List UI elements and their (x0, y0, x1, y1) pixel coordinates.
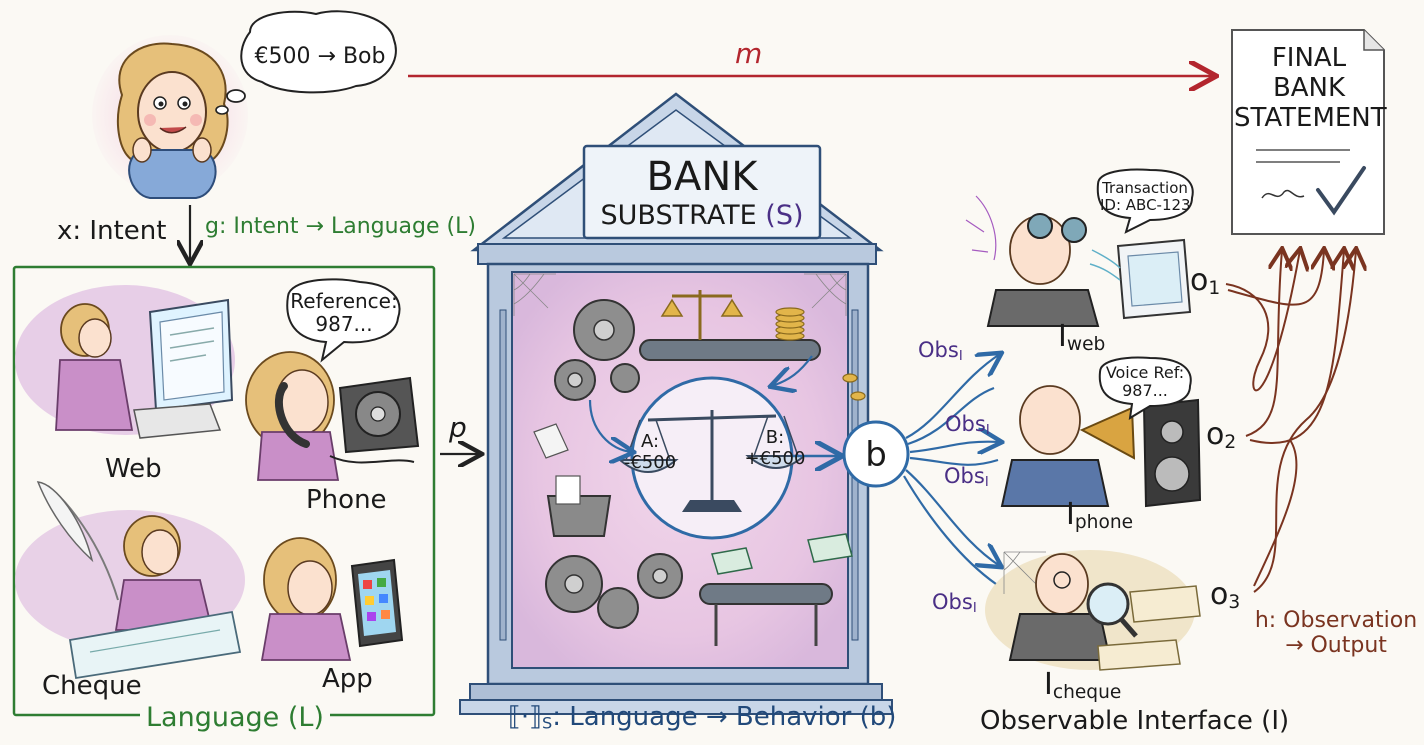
bank-sign-line-2: SUBSTRATE (S) (584, 200, 820, 231)
interface-cheque-label: Icheque (1044, 670, 1121, 703)
obs-base: Obs (945, 412, 986, 436)
web-channel-illustration (15, 285, 235, 439)
cheque-channel-illustration (15, 481, 245, 680)
phone-bubble-line-2: 987... (315, 312, 373, 336)
channel-cheque-label: Cheque (42, 671, 142, 701)
output-o1-label: o1 (1190, 266, 1220, 299)
obs-base: Obs (944, 464, 985, 488)
bank-sign-line-1: BANK (646, 154, 758, 200)
interface-cheque-base: I (1044, 667, 1053, 702)
semantics-sub: S (542, 713, 553, 733)
web-bubble-line-2: ID: ABC-123 (1100, 196, 1191, 215)
output-o2-label: o2 (1206, 420, 1236, 453)
arrow-gear-to-scale (588, 399, 632, 452)
obs-sub: I (985, 422, 990, 438)
obs-sub: I (984, 474, 989, 490)
p-label: p (449, 411, 467, 444)
phone-channel-illustration (245, 278, 420, 481)
output-o2-base: o (1206, 417, 1225, 452)
arrow-conveyor-to-scale (772, 355, 813, 386)
arrow-m-label: m (735, 37, 763, 70)
scale-left-pan-text: A: -€500 (618, 431, 682, 473)
semantics-label: ⟦·⟧S: Language → Behavior (b) (508, 704, 896, 732)
obs-label-cheque: ObsI (932, 592, 977, 615)
bank-sign-symbol: (S) (765, 200, 804, 231)
bank-sign (582, 144, 822, 240)
g-label: g: Intent → Language (L) (205, 214, 476, 239)
bank-sign-substrate: SUBSTRATE (600, 200, 757, 231)
channel-web-label: Web (105, 454, 162, 484)
app-channel-illustration (260, 537, 404, 661)
statement-line-1: FINAL (1271, 43, 1347, 73)
interface-group-label: Observable Interface (I) (980, 706, 1290, 736)
final-bank-statement (1231, 29, 1385, 235)
statement-line-2: BANK (1272, 72, 1346, 103)
semantics-bracket: ⟦·⟧ (508, 702, 543, 732)
central-scale (617, 376, 807, 540)
interface-phone-label: Iphone (1066, 500, 1133, 533)
scale-right-pan-text: B: +€500 (742, 427, 808, 469)
phone-reference-bubble: Reference: 987... (290, 290, 398, 336)
obs-label-web: ObsI (918, 340, 963, 363)
intent-label: x: Intent (57, 216, 167, 246)
scale-right-amount: +€500 (744, 447, 806, 469)
behavior-node (842, 420, 910, 488)
h-label: h: Observation → Output (1248, 608, 1424, 659)
obs-sub: I (972, 600, 977, 616)
phone-bubble-line-1: Reference: (290, 289, 398, 313)
interface-web-sub: web (1066, 334, 1106, 356)
voice-bubble-line-2: 987... (1122, 381, 1168, 401)
scale-left-account: A: (640, 431, 660, 452)
bank-machinery (533, 290, 866, 646)
h-label-line-2: → Output (1285, 633, 1387, 659)
scale-right-account: B: (765, 427, 785, 448)
scale-left-amount: -€500 (623, 451, 677, 473)
phone-voice-bubble: Voice Ref: 987... (1100, 363, 1190, 401)
semantics-rest: : Language → Behavior (b) (552, 702, 897, 732)
obs-base: Obs (918, 338, 959, 362)
output-o3-base: o (1210, 577, 1229, 612)
channel-phone-label: Phone (306, 485, 387, 515)
interface-phone-sub: phone (1074, 512, 1134, 534)
h-label-line-1: h: Observation (1254, 608, 1418, 633)
voice-bubble-line-1: Voice Ref: (1105, 363, 1185, 382)
statement-title: FINAL BANK STATEMENT (1234, 43, 1387, 134)
interface-web-label: Iweb (1058, 322, 1105, 355)
channel-app-label: App (322, 664, 373, 694)
person-intent-illustration (92, 35, 248, 199)
interface-phone-base: I (1066, 497, 1075, 532)
thought-bubble (215, 10, 397, 115)
obs-sub: I (958, 348, 963, 364)
interface-cheque-illustration (985, 550, 1201, 671)
output-o1-sub: 1 (1208, 278, 1221, 300)
output-o3-sub: 3 (1228, 592, 1241, 614)
interface-cheque-sub: cheque (1052, 682, 1122, 704)
output-o1-base: o (1190, 263, 1209, 298)
language-box-label: Language (L) (140, 704, 330, 731)
web-bubble-line-1: Transaction (1102, 179, 1188, 197)
obs-label-phone-lower: ObsI (944, 466, 989, 489)
interface-web-base: I (1058, 319, 1067, 354)
obs-base: Obs (932, 590, 973, 614)
web-transaction-bubble: Transaction ID: ABC-123 (1100, 179, 1191, 215)
obs-label-phone-upper: ObsI (945, 414, 990, 437)
behavior-node-label: b (865, 435, 887, 475)
thought-bubble-text: €500 → Bob (254, 44, 386, 69)
interface-phone-illustration (1000, 356, 1202, 508)
statement-line-3: STATEMENT (1234, 102, 1387, 133)
interface-web-illustration (965, 168, 1194, 327)
obs-arrows (903, 354, 1000, 585)
output-o3-label: o3 (1210, 580, 1240, 613)
h-arrows (1225, 250, 1356, 593)
output-o2-sub: 2 (1224, 432, 1237, 454)
